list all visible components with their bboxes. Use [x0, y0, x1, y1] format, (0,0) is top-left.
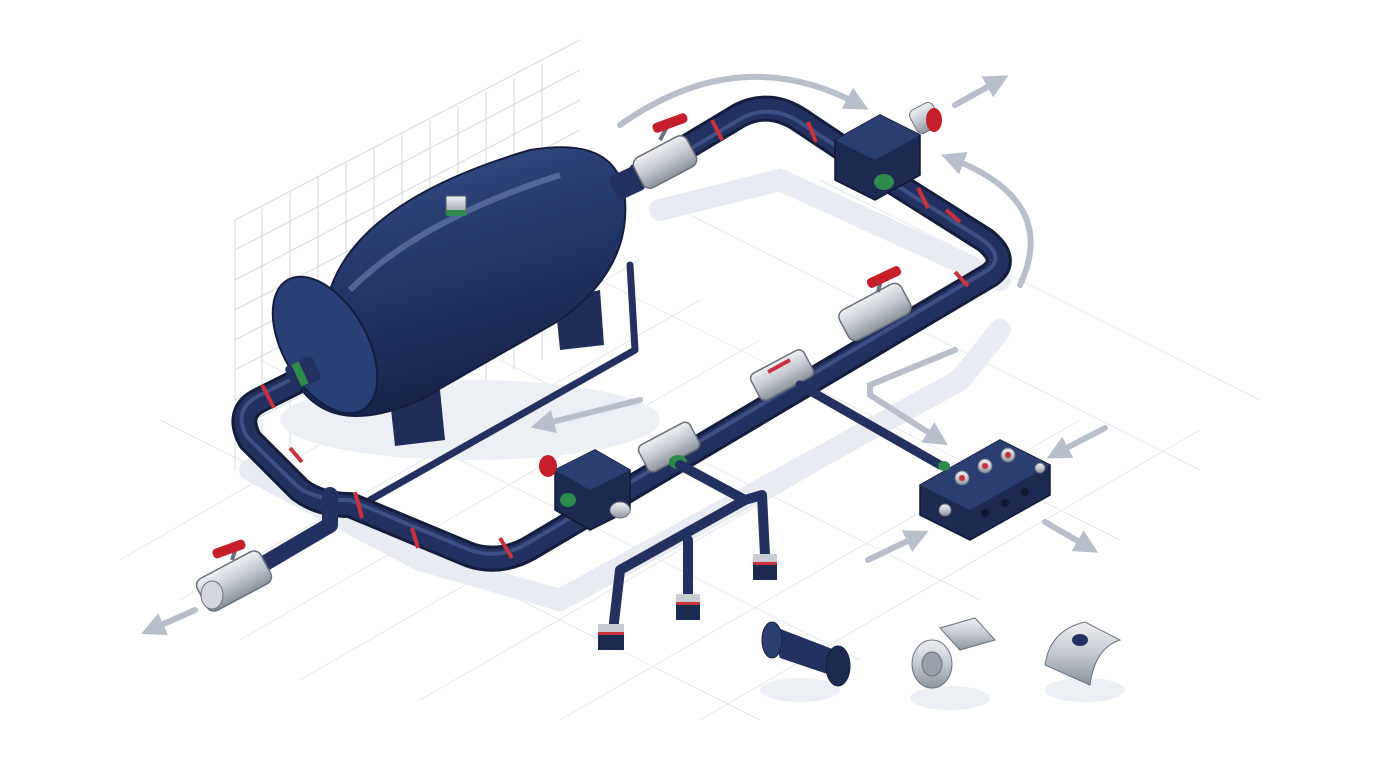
drain-pipe [237, 487, 338, 583]
flow-arrow-elbow-down [867, 347, 958, 446]
valve-drain[interactable] [194, 538, 274, 613]
valve-right-branch[interactable] [836, 265, 914, 344]
flow-arrow-drain-out [141, 607, 198, 636]
junction-block[interactable] [919, 439, 1051, 541]
valve-handle[interactable] [211, 538, 246, 559]
valve-top-outlet[interactable] [631, 112, 700, 191]
valve-handle[interactable] [866, 265, 903, 289]
flow-arrow-manifold-in-right [1046, 425, 1108, 459]
pipe-bands [260, 119, 970, 560]
flow-arrow-top-curve [617, 73, 869, 128]
flow-arrow-manifold-out [1042, 519, 1099, 553]
flow-arrow-top-right-out [952, 75, 1009, 108]
coupling-fitting[interactable] [760, 621, 851, 702]
flow-arrow-manifold-in-left [865, 530, 929, 563]
return-line-pipe [366, 261, 639, 504]
manifold-outlets[interactable] [598, 554, 777, 650]
pump-block[interactable] [834, 100, 943, 201]
hex-nipple-fitting[interactable] [910, 617, 996, 710]
horizontal-pressure-tank[interactable] [251, 146, 646, 431]
flow-arrows [141, 73, 1108, 636]
main-pipe-loop [231, 95, 1012, 572]
distribution-manifold[interactable] [539, 449, 631, 531]
branch-to-junction [795, 380, 945, 470]
tee-fitting-center[interactable] [748, 348, 815, 403]
flow-arrow-mid-left [530, 397, 643, 434]
valve-handle[interactable] [651, 112, 688, 134]
floor-shadows [239, 168, 1011, 612]
saddle-clamp-fitting[interactable] [1044, 621, 1125, 702]
flow-arrow-right-curve [941, 151, 1034, 288]
